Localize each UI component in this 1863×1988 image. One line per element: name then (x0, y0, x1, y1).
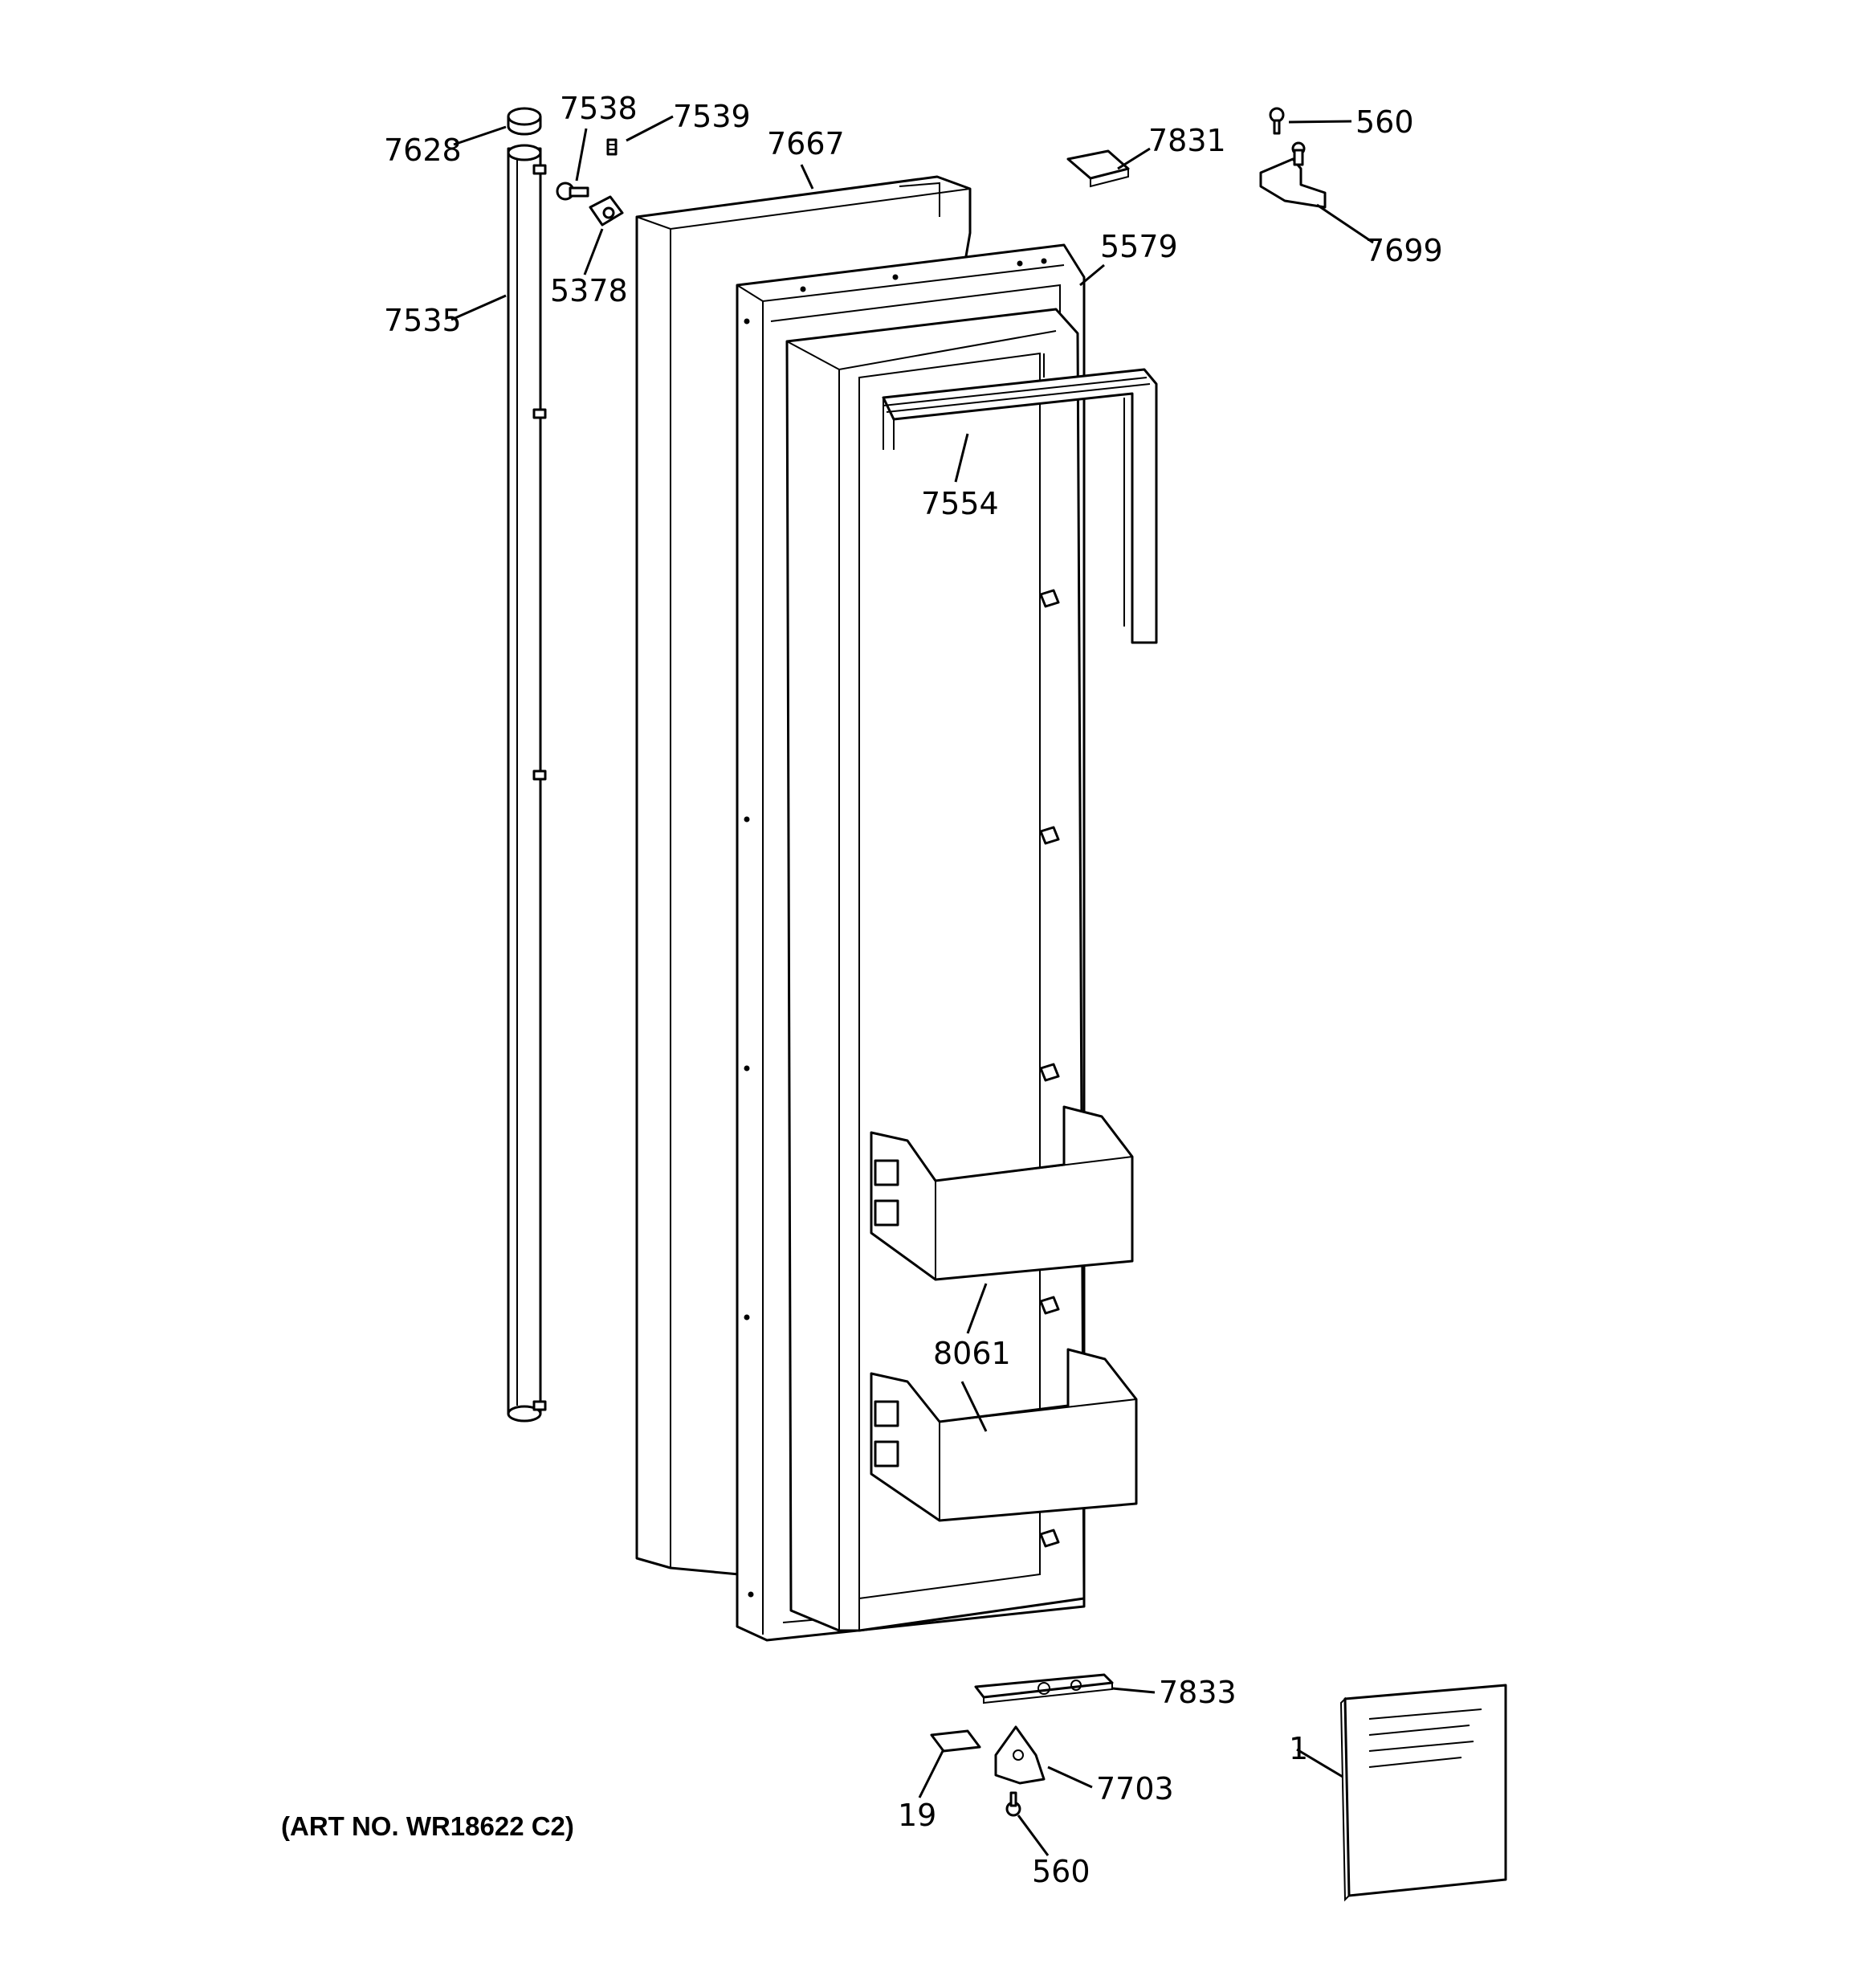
callout-5378: 5378 (550, 273, 628, 308)
callout-7833: 7833 (1159, 1675, 1237, 1710)
callout-7667: 7667 (767, 126, 845, 161)
part-7628-cap (507, 107, 542, 136)
callout-560-top: 560 (1355, 104, 1414, 140)
leader-lines (450, 115, 1374, 1856)
part-7699-hinge (1259, 141, 1327, 209)
callout-7538: 7538 (560, 91, 638, 126)
part-560-screw-bottom (1005, 1791, 1021, 1817)
part-7538-screw (556, 182, 589, 201)
callout-19: 19 (898, 1798, 936, 1833)
part-560-screw-top (1269, 107, 1285, 135)
part-8061-bin-upper (870, 1105, 1134, 1281)
callout-7699: 7699 (1365, 233, 1443, 268)
part-7831-hinge-cover (1066, 149, 1130, 188)
part-19-shim (930, 1729, 981, 1753)
part-7554-gasket (882, 368, 1158, 644)
callout-5579: 5579 (1100, 229, 1178, 264)
part-1-literature (1339, 1684, 1507, 1902)
art-number: (ART NO. WR18622 C2) (281, 1811, 574, 1841)
part-7535-rod (507, 144, 547, 1423)
part-7703-bottom-hinge (994, 1725, 1046, 1785)
callout-labels: 7628 7538 7539 7667 7831 560 5378 5579 7… (384, 91, 1443, 1889)
part-inner-liner (785, 308, 1086, 1632)
callout-7539: 7539 (673, 99, 751, 134)
callout-1: 1 (1289, 1731, 1308, 1766)
part-7833-bottom-cover (974, 1673, 1114, 1704)
callout-7703: 7703 (1096, 1771, 1174, 1806)
callout-560-bottom: 560 (1032, 1854, 1090, 1889)
callout-7831: 7831 (1148, 123, 1226, 158)
callout-8061: 8061 (933, 1336, 1011, 1371)
part-7539-spring (606, 138, 618, 156)
callout-7535: 7535 (384, 303, 462, 338)
callout-7554: 7554 (921, 486, 999, 521)
part-5378-bracket (589, 195, 624, 227)
callout-7628: 7628 (384, 133, 462, 168)
part-8061-bin-lower (870, 1348, 1138, 1522)
